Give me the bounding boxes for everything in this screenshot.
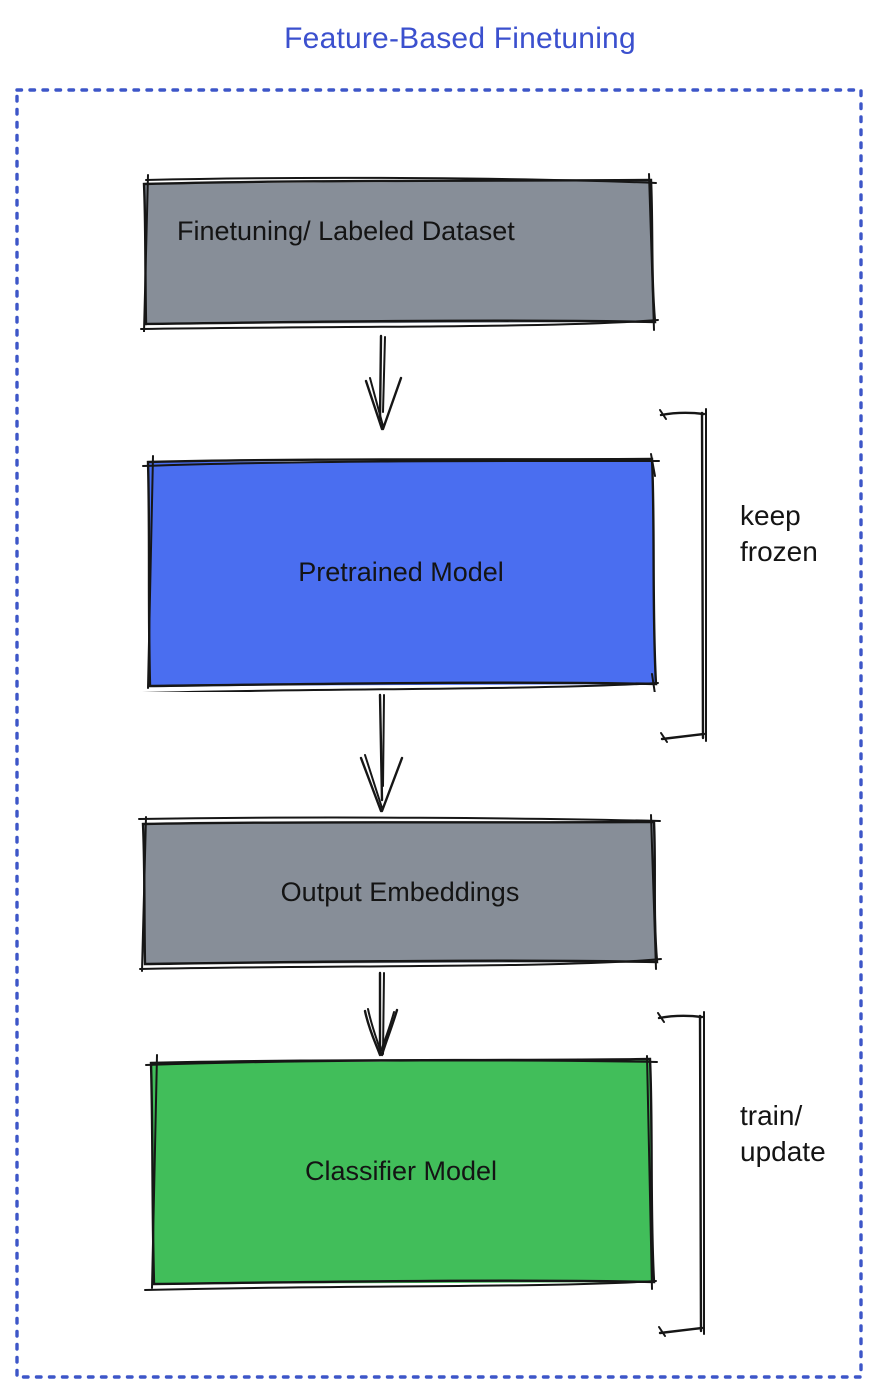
node-dataset: Finetuning/ Labeled Dataset (137, 172, 660, 332)
diagram-title: Feature-Based Finetuning (284, 22, 636, 55)
node-dataset-label: Finetuning/ Labeled Dataset (177, 216, 515, 246)
annotation-keep-frozen: keep frozen (740, 498, 818, 570)
node-classifier-sketch (144, 1054, 658, 1291)
node-pretrained-label: Pretrained Model (298, 556, 504, 587)
arrow-embeddings-to-classifier (363, 971, 399, 1057)
bracket-keep-frozen (659, 408, 707, 743)
node-embeddings-label: Output Embeddings (280, 877, 520, 907)
bracket-train-update (657, 1011, 705, 1337)
annotation-keep-frozen-line1: keep (740, 500, 801, 531)
node-pretrained-sketch (141, 453, 660, 692)
arrow-dataset-to-pretrained (364, 334, 403, 431)
node-classifier: Classifier Model (142, 1052, 660, 1291)
arrow-pretrained-to-embeddings (359, 693, 404, 813)
node-embeddings-sketch (138, 814, 662, 972)
node-dataset-sketch (140, 173, 659, 332)
annotation-keep-frozen-line2: frozen (740, 536, 818, 567)
annotation-train-update-line2: update (740, 1136, 826, 1167)
annotation-train-update: train/ update (740, 1098, 826, 1170)
node-classifier-label: Classifier Model (304, 1156, 498, 1186)
node-pretrained: Pretrained Model (140, 452, 662, 692)
annotation-train-update-line1: train/ (740, 1100, 803, 1131)
node-embeddings: Output Embeddings (137, 813, 663, 972)
